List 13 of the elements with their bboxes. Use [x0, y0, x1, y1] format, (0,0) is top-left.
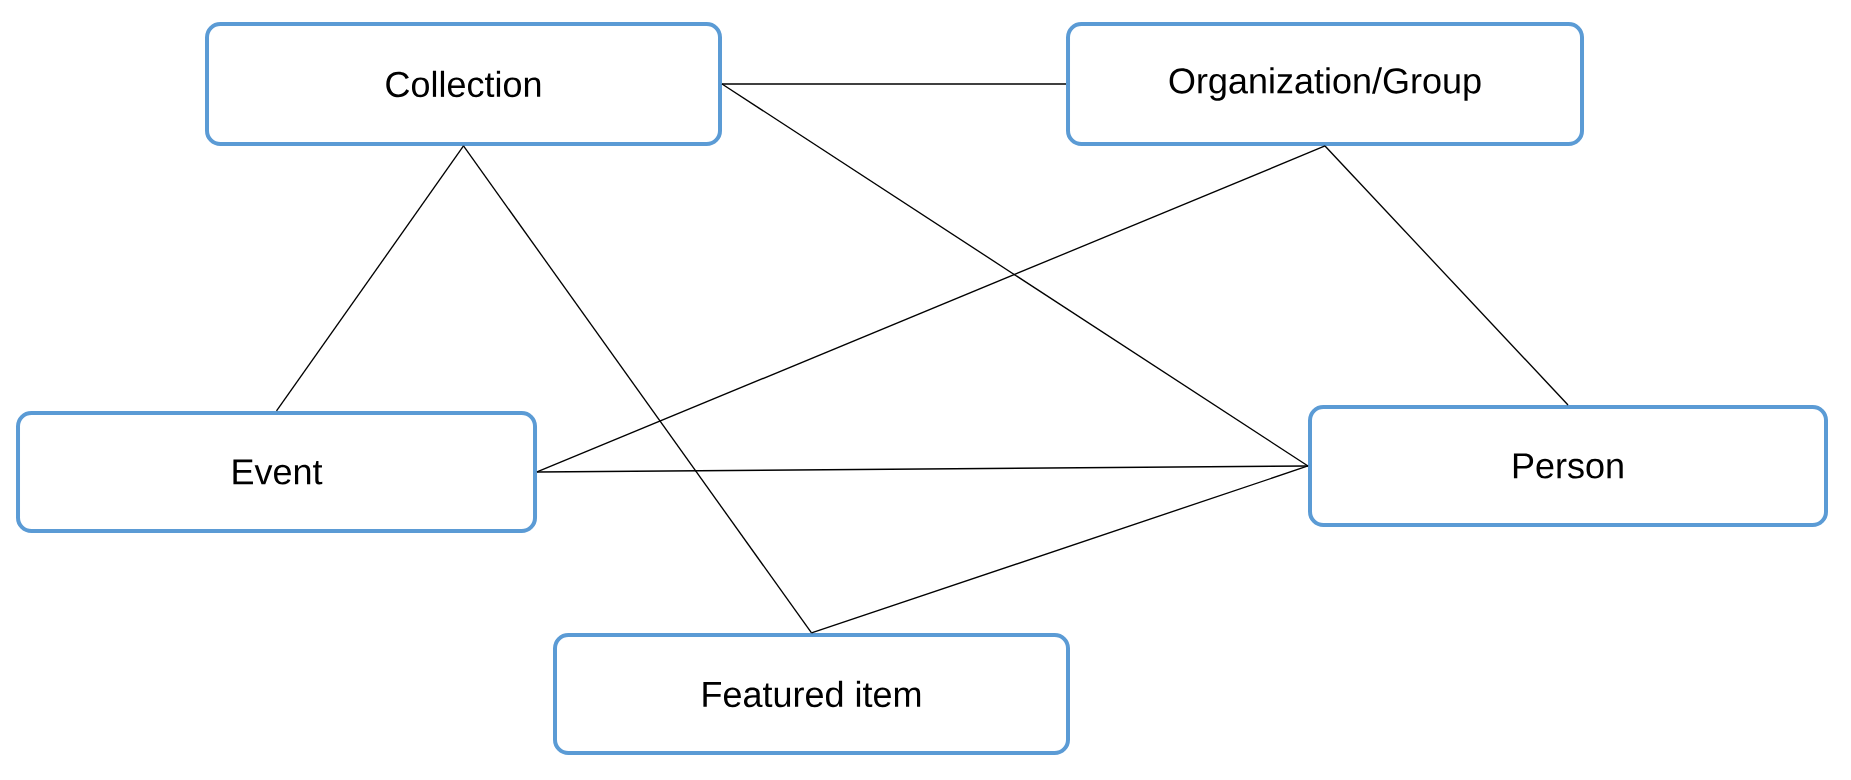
connector-line [536, 465, 1309, 473]
entity-box: Person [1308, 405, 1828, 527]
connector-line [721, 83, 1067, 85]
connector-line [810, 465, 1309, 634]
connector-line [721, 83, 1309, 467]
connector-line [536, 145, 1326, 473]
entity-box: Organization/Group [1066, 22, 1584, 146]
entity-box: Collection [205, 22, 722, 146]
connector-line [275, 145, 465, 412]
connector-line [462, 145, 813, 634]
entity-box: Featured item [553, 633, 1070, 755]
connector-line [1324, 145, 1569, 406]
entity-box: Event [16, 411, 537, 533]
